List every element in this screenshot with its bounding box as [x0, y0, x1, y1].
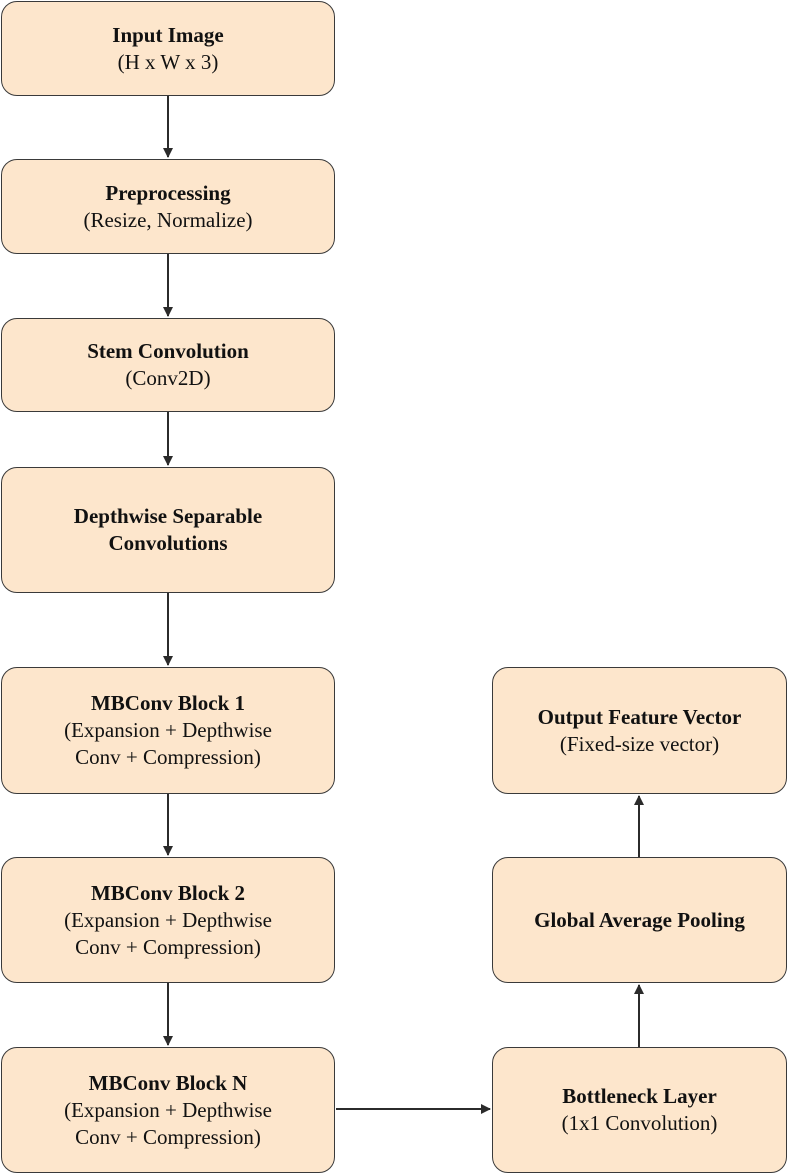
- node-subtitle: (Conv2D): [125, 366, 211, 390]
- input-image-node: Input Image (H x W x 3): [1, 1, 335, 96]
- node-title-line-2: Convolutions: [108, 531, 228, 555]
- node-title: Global Average Pooling: [534, 907, 745, 932]
- mbconv-block-2-node: MBConv Block 2 (Expansion + Depthwise Co…: [1, 857, 335, 983]
- node-subtitle-line-2: Conv + Compression): [75, 1124, 261, 1149]
- node-title: Preprocessing: [105, 180, 231, 205]
- node-subtitle-line-2: Conv + Compression): [75, 745, 261, 769]
- node-title: Stem Convolution: [87, 339, 249, 363]
- node-subtitle-line-1: (Expansion + Depthwise: [64, 718, 272, 742]
- preprocessing-node: Preprocessing (Resize, Normalize): [1, 159, 335, 254]
- stem-convolution-node: Stem Convolution (Conv2D): [1, 318, 335, 412]
- node-title: Output Feature Vector: [537, 704, 742, 729]
- node-subtitle: (1x1 Convolution): [561, 1111, 718, 1135]
- node-subtitle-line-2: Conv + Compression): [75, 934, 261, 959]
- node-title: MBConv Block N: [88, 1070, 248, 1095]
- node-title: Bottleneck Layer: [562, 1084, 717, 1108]
- node-subtitle: (Fixed-size vector): [559, 731, 720, 756]
- node-subtitle: (H x W x 3): [117, 49, 219, 74]
- global-average-pooling-node: Global Average Pooling: [492, 857, 787, 983]
- mbconv-block-1-node: MBConv Block 1 (Expansion + Depthwise Co…: [1, 667, 335, 794]
- node-title: MBConv Block 1: [90, 691, 245, 715]
- mbconv-block-n-node: MBConv Block N (Expansion + Depthwise Co…: [1, 1047, 335, 1173]
- node-title: MBConv Block 2: [90, 880, 245, 905]
- node-subtitle-line-1: (Expansion + Depthwise: [64, 907, 272, 932]
- node-title: Input Image: [112, 22, 224, 47]
- output-feature-vector-node: Output Feature Vector (Fixed-size vector…: [492, 667, 787, 794]
- node-title-line-1: Depthwise Separable: [73, 504, 263, 528]
- node-subtitle: (Resize, Normalize): [83, 207, 253, 232]
- depthwise-separable-node: Depthwise Separable Convolutions: [1, 467, 335, 593]
- bottleneck-layer-node: Bottleneck Layer (1x1 Convolution): [492, 1047, 787, 1173]
- node-subtitle-line-1: (Expansion + Depthwise: [64, 1097, 272, 1122]
